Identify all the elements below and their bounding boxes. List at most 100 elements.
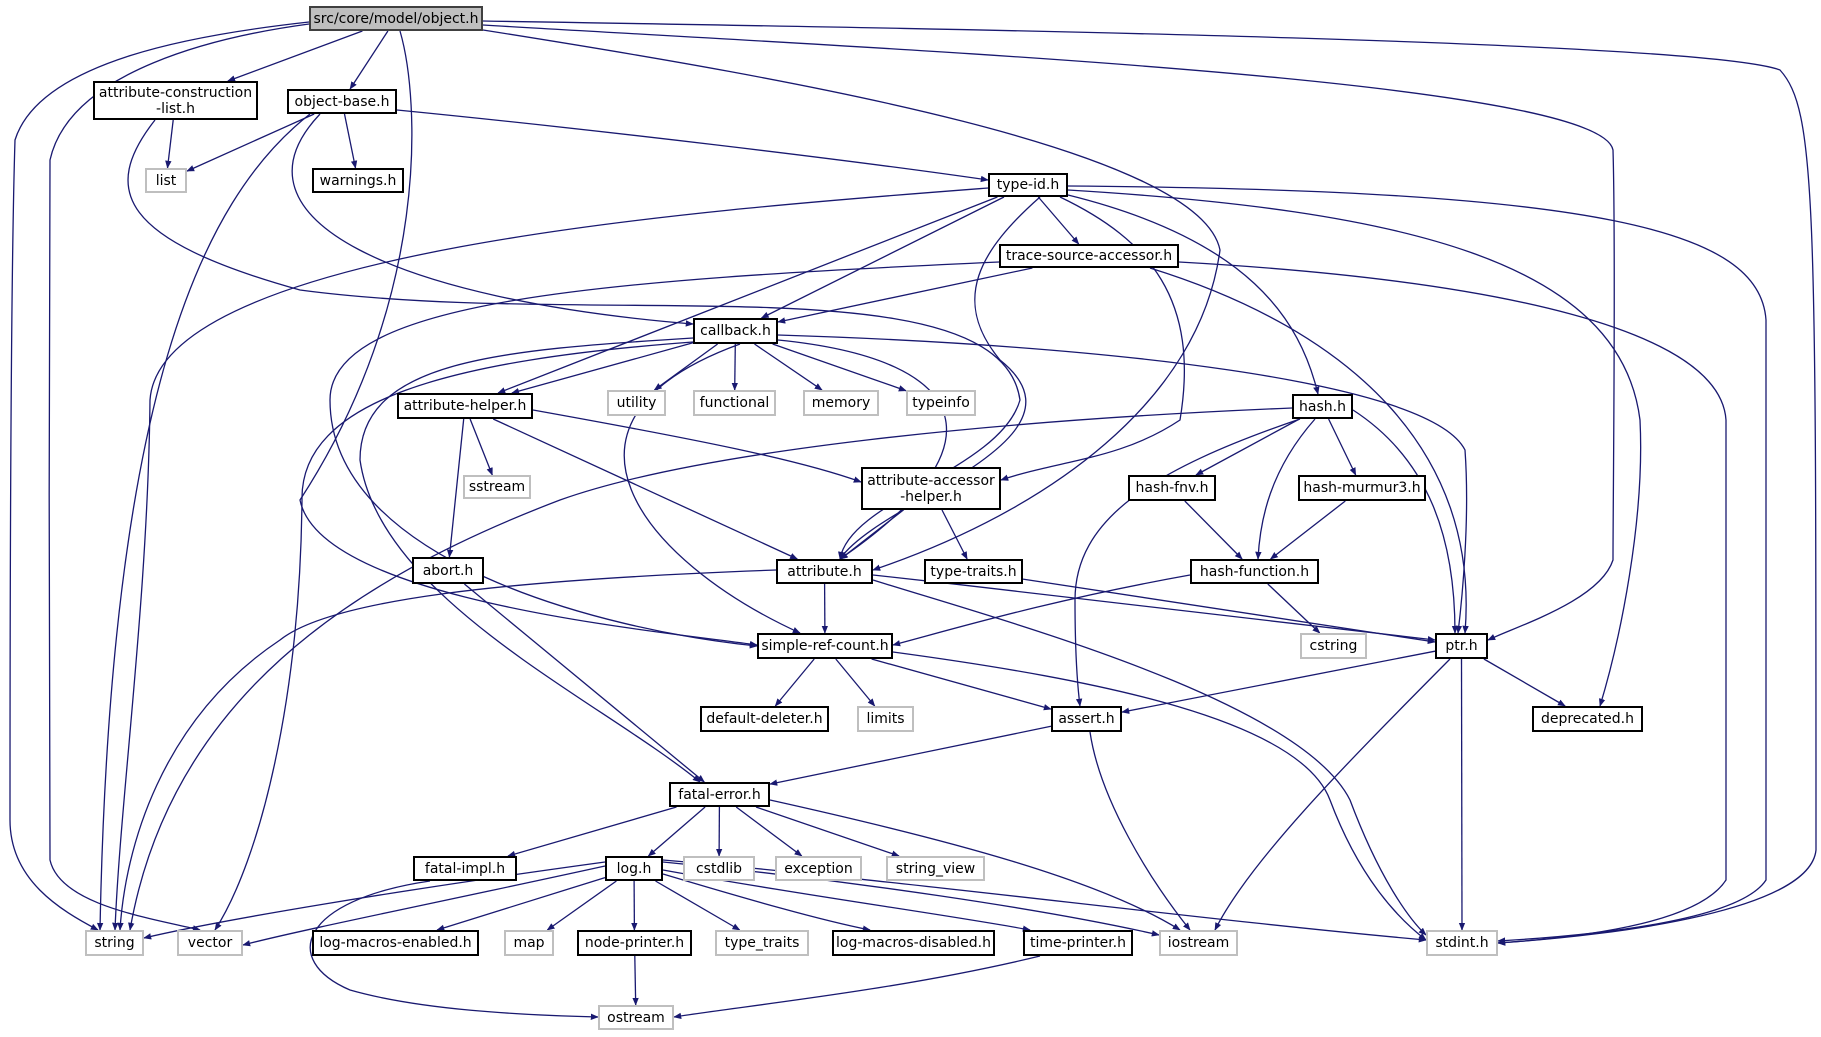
node-hash-h[interactable]: hash.h: [1292, 394, 1353, 419]
edge-hash-to-assert: [1074, 418, 1301, 707]
node-type-id-h[interactable]: type-id.h: [988, 173, 1068, 197]
edge-log-to-stdint: [662, 859, 1427, 943]
node-cstdlib[interactable]: cstdlib: [683, 856, 755, 881]
node-limits[interactable]: limits: [857, 706, 914, 732]
node-fatal-error-h[interactable]: fatal-error.h: [669, 782, 770, 807]
node-map[interactable]: map: [504, 930, 554, 956]
node-sstream[interactable]: sstream: [463, 475, 531, 499]
edge-object_base-to-list: [186, 113, 315, 172]
edge-trace_source_accessor-to-ptr: [1149, 267, 1469, 634]
edge-fatal_error-to-log: [647, 806, 706, 857]
edge-type_id-to-attribute_helper: [497, 196, 998, 394]
node-utility[interactable]: utility: [607, 390, 666, 416]
node-abort-h[interactable]: abort.h: [412, 557, 484, 584]
node-fatal-impl-h[interactable]: fatal-impl.h: [413, 856, 517, 881]
edge-callback-to-utility: [653, 343, 718, 391]
node-string[interactable]: string: [85, 930, 144, 956]
node-hash-function-h[interactable]: hash-function.h: [1190, 559, 1319, 584]
edge-object-to-attr_constr_list: [227, 30, 363, 82]
node-attribute-accessor-helper-h[interactable]: attribute-accessor -helper.h: [861, 467, 1001, 510]
edge-type_id-to-hash: [1067, 194, 1320, 395]
edge-object-to-object_base: [349, 30, 389, 90]
edge-fatal_error-to-exception: [735, 806, 803, 857]
edge-callback-to-memory: [754, 343, 823, 391]
node-attribute-construction-list-h[interactable]: attribute-construction -list.h: [93, 81, 258, 120]
edge-attr_constr_list-to-list: [165, 119, 174, 169]
edge-callback-to-attribute: [777, 339, 948, 560]
edge-attr_constr_list-to-attribute: [127, 119, 1021, 560]
edge-log-to-vector: [242, 865, 606, 947]
edge-hash_fnv-to-hash_function: [1184, 500, 1243, 560]
node-vector[interactable]: vector: [177, 930, 243, 956]
node-default-deleter-h[interactable]: default-deleter.h: [700, 706, 829, 732]
edge-type_id-to-string: [112, 187, 989, 931]
node-log-h[interactable]: log.h: [605, 856, 663, 881]
edge-ptr-to-assert: [1121, 650, 1436, 714]
node-type-traits[interactable]: type_traits: [715, 930, 809, 956]
edge-object-to-attribute: [482, 29, 1221, 571]
edge-log-to-log_macros_disabled: [662, 873, 871, 932]
edge-callback-to-simple_ref_count: [623, 343, 801, 634]
node-typeinfo[interactable]: typeinfo: [906, 390, 976, 416]
edge-hash_function-to-cstring: [1267, 583, 1321, 634]
edge-type_id-to-attr_accessor_helper: [1000, 196, 1185, 481]
node-time-printer-h[interactable]: time-printer.h: [1023, 930, 1133, 956]
node-string-view[interactable]: string_view: [886, 856, 985, 881]
edge-ptr-to-iostream: [1214, 658, 1451, 931]
edge-object_base-to-callback: [291, 113, 694, 327]
edge-type_id-to-trace_source_accessor: [1037, 196, 1080, 245]
edge-attribute_helper-to-attribute: [492, 418, 799, 560]
node-node-printer-h[interactable]: node-printer.h: [577, 930, 692, 956]
node-warnings-h[interactable]: warnings.h: [312, 168, 404, 193]
node-hash-fnv-h[interactable]: hash-fnv.h: [1128, 475, 1216, 501]
node-trace-source-accessor-h[interactable]: trace-source-accessor.h: [999, 244, 1179, 268]
node-simple-ref-count-h[interactable]: simple-ref-count.h: [757, 633, 893, 659]
edge-object-to-simple_ref_count: [299, 30, 758, 648]
node-object-h[interactable]: src/core/model/object.h: [309, 6, 483, 31]
node-iostream[interactable]: iostream: [1159, 930, 1238, 956]
edge-trace_source_accessor-to-stdint: [1178, 261, 1727, 946]
edge-object-to-stdint: [482, 20, 1817, 946]
edge-hash_function-to-simple_ref_count: [892, 574, 1191, 647]
edge-object-to-vector: [48, 23, 310, 932]
edge-log-to-log_macros_enabled: [436, 876, 606, 931]
edge-assert-to-iostream: [1089, 731, 1191, 931]
edge-abort-to-fatal_error: [463, 583, 705, 783]
node-ptr-h[interactable]: ptr.h: [1435, 633, 1488, 659]
edge-fatal_error-to-string_view: [755, 806, 900, 857]
node-ostream[interactable]: ostream: [598, 1005, 674, 1030]
node-cstring[interactable]: cstring: [1300, 633, 1367, 659]
node-assert-h[interactable]: assert.h: [1051, 706, 1122, 732]
edge-attribute-to-string: [117, 569, 777, 931]
edge-type_traits_h-to-ptr: [1022, 578, 1436, 645]
node-type-traits-h[interactable]: type-traits.h: [924, 559, 1023, 584]
edge-hash-to-hash_function: [1255, 418, 1316, 560]
edge-object_base-to-warnings: [343, 113, 358, 169]
node-log-macros-disabled-h[interactable]: log-macros-disabled.h: [832, 930, 995, 956]
node-memory[interactable]: memory: [803, 390, 879, 416]
node-functional[interactable]: functional: [693, 390, 776, 416]
node-stdint-h[interactable]: stdint.h: [1426, 930, 1498, 956]
edge-attr_accessor_helper-to-attribute: [839, 509, 904, 560]
edge-object_base-to-type_id: [396, 109, 989, 183]
node-list[interactable]: list: [145, 168, 187, 193]
edge-attribute_helper-to-attr_accessor_helper: [532, 409, 862, 483]
node-attribute-h[interactable]: attribute.h: [776, 559, 873, 584]
edge-attribute_helper-to-abort: [446, 418, 465, 558]
edge-simple_ref_count-to-limits: [835, 658, 876, 707]
edge-trace_source_accessor-to-callback: [777, 267, 1033, 324]
node-deprecated-h[interactable]: deprecated.h: [1532, 706, 1643, 732]
node-exception[interactable]: exception: [775, 856, 862, 881]
edge-hash_murmur3-to-hash_function: [1269, 500, 1346, 560]
edge-attr_accessor_helper-to-type_traits_h: [941, 509, 968, 560]
node-attribute-helper-h[interactable]: attribute-helper.h: [397, 393, 533, 419]
node-object-base-h[interactable]: object-base.h: [287, 89, 397, 114]
node-hash-murmur3-h[interactable]: hash-murmur3.h: [1298, 475, 1426, 501]
node-log-macros-enabled-h[interactable]: log-macros-enabled.h: [312, 930, 479, 956]
edge-simple_ref_count-to-default_deleter: [774, 658, 815, 707]
node-callback-h[interactable]: callback.h: [693, 318, 778, 344]
edge-attribute_helper-to-sstream: [469, 418, 493, 476]
edge-callback-to-functional: [731, 343, 738, 391]
